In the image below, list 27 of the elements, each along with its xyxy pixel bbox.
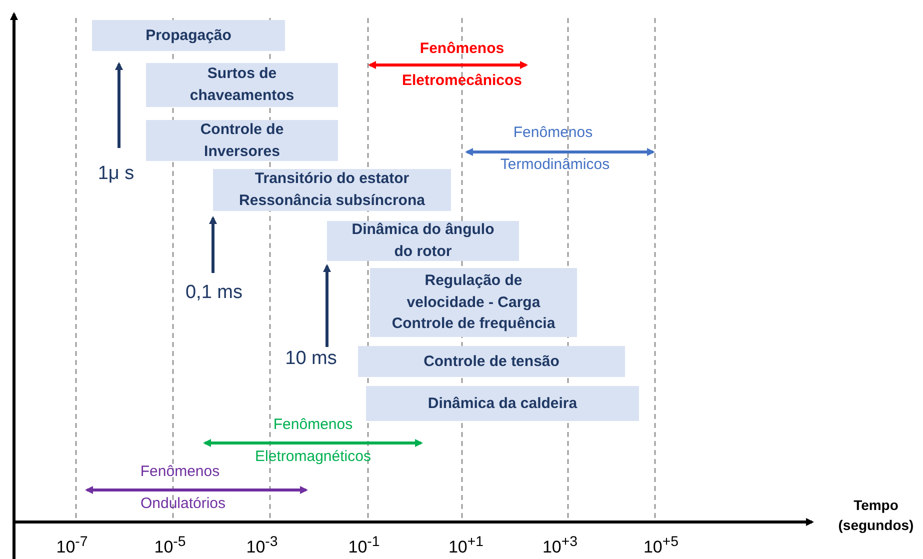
timescale-box: Controle de tensão <box>358 346 625 377</box>
axis-title: Tempo (segundos) <box>837 496 915 536</box>
range-label: Fenômenos <box>273 416 353 433</box>
range-label: Ondulatórios <box>140 495 226 512</box>
tick-label: 10$^{-7}$ <box>56 534 88 558</box>
range-label: Termodinâmicos <box>500 156 610 173</box>
tick-label: 10$^{+5}$ <box>643 534 679 558</box>
timescale-box: Controle de Inversores <box>146 120 338 161</box>
tick-label: 10$^{-3}$ <box>246 534 278 558</box>
time-label: 10 ms <box>285 348 337 370</box>
tick-label: 10$^{-1}$ <box>348 534 380 558</box>
range-label: Eletromagnéticos <box>255 448 371 465</box>
range-label: Fenômenos <box>140 463 220 480</box>
timescale-box: Dinâmica do ângulo do rotor <box>327 221 519 261</box>
timescale-box: Dinâmica da caldeira <box>366 386 639 421</box>
tick-label: 10$^{+1}$ <box>448 534 484 558</box>
time-label: 0,1 ms <box>185 282 243 304</box>
tick-label: 10$^{-5}$ <box>154 534 186 558</box>
range-label: Fenômenos <box>513 124 593 141</box>
range-label: Eletromecânicos <box>402 72 522 89</box>
timescale-box: Surtos de chaveamentos <box>146 63 338 107</box>
range-label: Fenômenos <box>420 40 504 57</box>
time-label: 1μ s <box>98 163 134 185</box>
tick-label: 10$^{+3}$ <box>542 534 578 558</box>
timescale-box: Propagação <box>92 20 285 51</box>
timescale-box: Transitório do estator Ressonância subsíncrona <box>213 169 451 211</box>
timescale-box: Regulação de velocidade - Carga Controle de frequência <box>370 268 577 337</box>
